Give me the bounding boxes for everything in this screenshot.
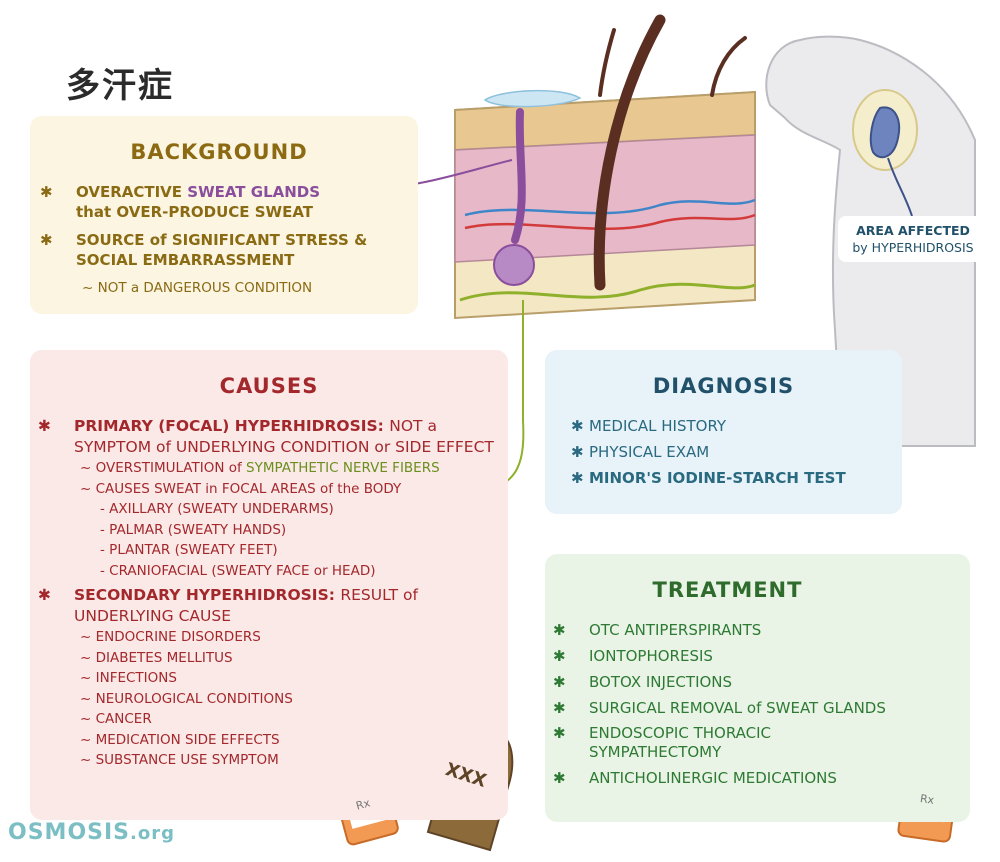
list-item: ✱ PRIMARY (FOCAL) HYPERHIDROSIS: NOT a SY… — [38, 416, 496, 458]
list-item: ~ ENDOCRINE DISORDERS — [80, 629, 261, 645]
list-item: ✱ MEDICAL HISTORY — [571, 416, 891, 436]
list-item: - AXILLARY (SWEATY UNDERARMS) — [100, 501, 334, 517]
area-label-line1: AREA AFFECTED — [856, 223, 970, 238]
list-item: ✱ BOTOX INJECTIONS — [553, 672, 971, 692]
list-item: - PLANTAR (SWEATY FEET) — [100, 542, 278, 558]
diagnosis-item: PHYSICAL EXAM — [589, 443, 710, 461]
list-item: ~ NOT a DANGEROUS CONDITION — [82, 280, 313, 296]
focal-area-item: PLANTAR (SWEATY FEET) — [109, 542, 278, 558]
causes-heading: CAUSES — [219, 374, 319, 398]
focal-area-item: AXILLARY (SWEATY UNDERARMS) — [109, 501, 334, 517]
list-item: ~ CANCER — [80, 711, 152, 727]
sweat-glands-highlight: SWEAT GLANDS — [187, 183, 321, 201]
asterisk-icon: ✱ — [553, 724, 566, 742]
list-item: ~ SUBSTANCE USE SYMPTOM — [80, 752, 279, 768]
list-item: ~ OVERSTIMULATION of SYMPATHETIC NERVE F… — [80, 460, 440, 476]
asterisk-icon: ✱ — [571, 443, 584, 461]
diagnosis-item: MEDICAL HISTORY — [589, 417, 727, 435]
secondary-cause-item: CANCER — [95, 711, 152, 727]
secondary-title: SECONDARY HYPERHIDROSIS: — [74, 586, 335, 604]
nerve-fibers-highlight: SYMPATHETIC NERVE FIBERS — [246, 460, 440, 476]
list-item: ~ DIABETES MELLITUS — [80, 649, 233, 666]
list-item: ✱ ANTICHOLINERGIC MEDICATIONS — [553, 768, 971, 788]
background-heading: BACKGROUND — [130, 140, 308, 164]
focal-area-item: CRANIOFACIAL (SWEATY FACE or HEAD) — [109, 562, 376, 579]
diagnosis-heading: DIAGNOSIS — [652, 374, 795, 398]
logo-suffix: .org — [130, 823, 175, 844]
list-item: ✱ SOURCE of SIGNIFICANT STRESS & SOCIAL E… — [40, 230, 408, 270]
diagnosis-list: ✱ MEDICAL HISTORY ✱ PHYSICAL EXAM ✱ MINOR'S… — [571, 416, 891, 494]
rx-label-2: Rx — [919, 792, 935, 807]
asterisk-icon: ✱ — [38, 417, 51, 435]
secondary-cause-item: MEDICATION SIDE EFFECTS — [95, 731, 280, 748]
skin-cross-section — [454, 14, 756, 320]
list-item: ✱ IONTOPHORESIS — [553, 646, 971, 666]
background-item2-sub: NOT a DANGEROUS CONDITION — [97, 280, 313, 296]
asterisk-icon: ✱ — [40, 183, 53, 201]
treatment-panel: TREATMENT ✱ OTC ANTIPERSPIRANTS ✱ IONTOPHO… — [545, 554, 970, 822]
asterisk-icon: ✱ — [571, 469, 584, 487]
logo-brand: OSMOSIS — [8, 820, 131, 845]
causes-list: ✱ PRIMARY (FOCAL) HYPERHIDROSIS: NOT a SY… — [38, 416, 496, 771]
asterisk-icon: ✱ — [553, 769, 566, 787]
focal-area-item: PALMAR (SWEATY HANDS) — [109, 521, 287, 538]
list-item: ✱ SECONDARY HYPERHIDROSIS: RESULT of UNDE… — [38, 585, 456, 627]
list-item: ~ INFECTIONS — [80, 670, 177, 686]
list-item: ✱ MINOR'S IODINE-STARCH TEST — [571, 468, 891, 488]
page-title: 多汗症 — [66, 66, 174, 106]
secondary-rest: RESULT of UNDERLYING CAUSE — [74, 586, 418, 625]
treatment-item: BOTOX INJECTIONS — [589, 673, 733, 691]
asterisk-icon: ✱ — [553, 673, 566, 691]
asterisk-icon: ✱ — [40, 231, 53, 249]
treatment-item: IONTOPHORESIS — [589, 647, 713, 665]
treatment-item: ENDOSCOPIC THORACIC SYMPATHECTOMY — [589, 724, 771, 761]
list-item: - CRANIOFACIAL (SWEATY FACE or HEAD) — [100, 562, 376, 579]
asterisk-icon: ✱ — [571, 417, 584, 435]
list-item: - PALMAR (SWEATY HANDS) — [100, 521, 287, 538]
asterisk-icon: ✱ — [553, 621, 566, 639]
background-panel: BACKGROUND ✱ OVERACTIVE SWEAT GLANDS that … — [30, 116, 418, 314]
list-item: ✱ ENDOSCOPIC THORACIC SYMPATHECTOMY — [553, 724, 831, 762]
asterisk-icon: ✱ — [38, 586, 51, 604]
secondary-cause-item: INFECTIONS — [95, 670, 177, 686]
list-item: ~ MEDICATION SIDE EFFECTS — [80, 731, 280, 748]
primary-title: PRIMARY (FOCAL) HYPERHIDROSIS: — [74, 417, 384, 435]
list-item: ✱ OVERACTIVE SWEAT GLANDS that OVER-PRODUC… — [40, 182, 408, 222]
primary-sub1-pre: OVERSTIMULATION of — [95, 460, 247, 476]
secondary-cause-item: SUBSTANCE USE SYMPTOM — [95, 752, 279, 768]
treatment-list: ✱ OTC ANTIPERSPIRANTS ✱ IONTOPHORESIS ✱ BOT… — [553, 620, 971, 794]
background-item2: SOURCE of SIGNIFICANT STRESS & SOCIAL EM… — [76, 231, 368, 269]
osmosis-logo: OSMOSIS.org — [8, 820, 175, 845]
causes-panel: CAUSES ✱ PRIMARY (FOCAL) HYPERHIDROSIS: N… — [30, 350, 508, 820]
background-item1-post: that OVER-PRODUCE SWEAT — [76, 203, 314, 221]
area-affected-label: AREA AFFECTED by HYPERHIDROSIS — [838, 216, 988, 262]
diagnosis-panel: DIAGNOSIS ✱ MEDICAL HISTORY ✱ PHYSICAL EXA… — [545, 350, 902, 514]
treatment-item: ANTICHOLINERGIC MEDICATIONS — [589, 769, 837, 787]
diagnosis-item: MINOR'S IODINE-STARCH TEST — [589, 469, 846, 487]
asterisk-icon: ✱ — [553, 647, 566, 665]
secondary-cause-item: NEUROLOGICAL CONDITIONS — [95, 690, 293, 707]
asterisk-icon: ✱ — [553, 699, 566, 717]
area-label-line2: by HYPERHIDROSIS — [852, 240, 974, 255]
treatment-heading: TREATMENT — [652, 578, 803, 602]
background-list: ✱ OVERACTIVE SWEAT GLANDS that OVER-PRODUC… — [40, 182, 408, 306]
background-item1-pre: OVERACTIVE — [76, 183, 188, 201]
list-item: ✱ PHYSICAL EXAM — [571, 442, 891, 462]
treatment-item: OTC ANTIPERSPIRANTS — [589, 621, 762, 639]
primary-rest: NOT a SYMPTOM of UNDERLYING CONDITION or… — [74, 417, 494, 456]
list-item: ✱ SURGICAL REMOVAL of SWEAT GLANDS — [553, 698, 971, 718]
primary-sub2: CAUSES SWEAT in FOCAL AREAS of the BODY — [95, 480, 402, 497]
treatment-item: SURGICAL REMOVAL of SWEAT GLANDS — [589, 699, 886, 717]
list-item: ~ NEUROLOGICAL CONDITIONS — [80, 690, 293, 707]
secondary-cause-item: ENDOCRINE DISORDERS — [95, 629, 261, 645]
secondary-cause-item: DIABETES MELLITUS — [95, 649, 233, 666]
list-item: ✱ OTC ANTIPERSPIRANTS — [553, 620, 971, 640]
list-item: ~ CAUSES SWEAT in FOCAL AREAS of the BOD… — [80, 480, 402, 497]
